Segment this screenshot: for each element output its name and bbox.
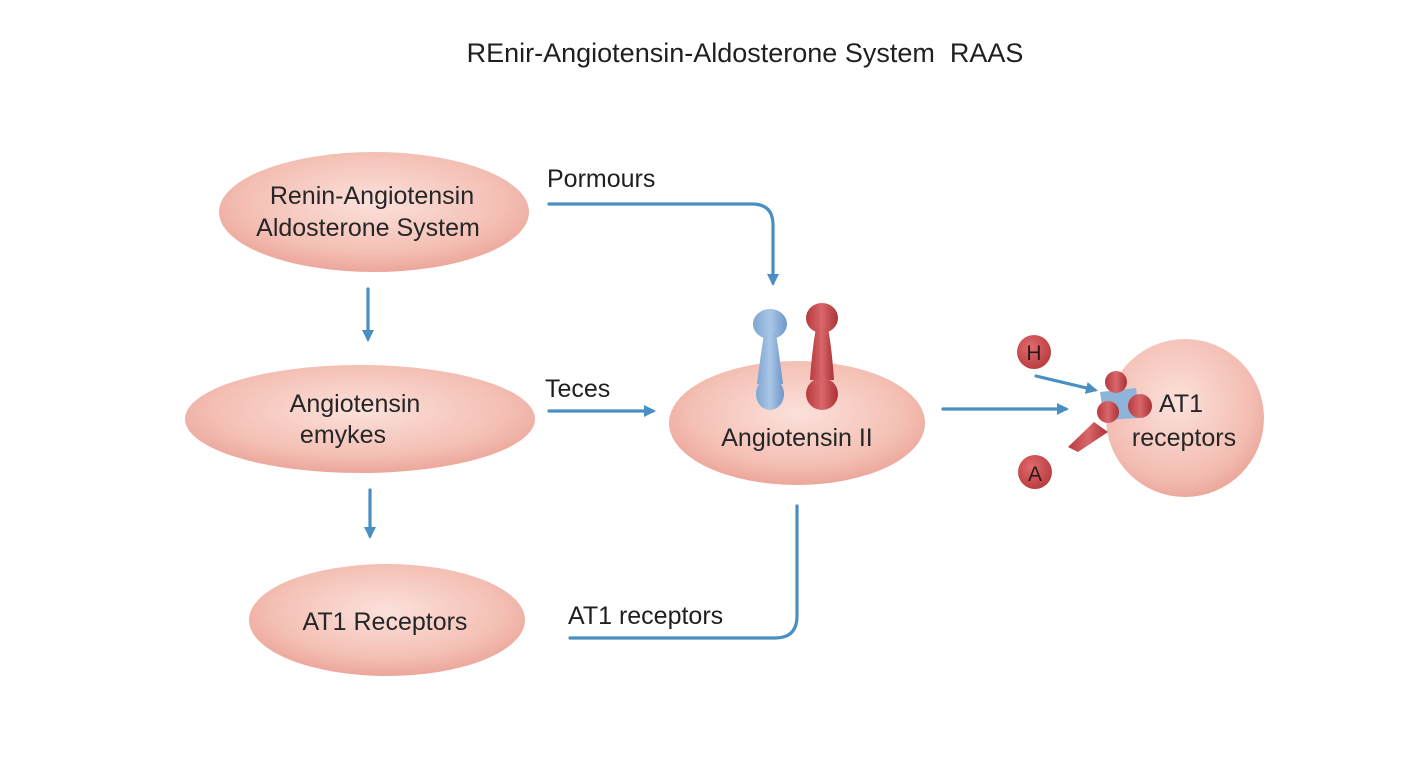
node-angiotensin-enzymes-shape	[185, 365, 535, 473]
badge-h-label: H	[1026, 342, 1041, 365]
node-angiotensin-enzymes-label-line2: emykes	[300, 421, 386, 449]
connector-angiotensin-ii-to-at1	[568, 504, 799, 640]
node-at1-receptors-right-shape	[1106, 339, 1264, 497]
molecule-blue	[753, 309, 787, 410]
edge-label-teces: Teces	[545, 375, 610, 403]
node-at1-receptors-left: AT1 Receptors	[249, 564, 525, 676]
edge-label-at1-receptors: AT1 receptors	[568, 602, 723, 630]
node-angiotensin-ii-shape	[669, 361, 925, 485]
node-raas-label-line2: Aldosterone System	[256, 214, 480, 242]
node-angiotensin-ii-label: Angiotensin II	[721, 424, 873, 452]
node-raas: Renin-Angiotensin Aldosterone System	[219, 152, 529, 272]
node-at1-receptors-left-shape	[249, 564, 525, 676]
molecule-red	[806, 303, 838, 410]
arrow-h-to-receptor	[1034, 374, 1098, 394]
node-at1-receptors-right-label-line2: receptors	[1132, 424, 1236, 452]
node-angiotensin-ii: Angiotensin II	[669, 361, 925, 485]
node-raas-label-line1: Renin-Angiotensin	[270, 182, 474, 210]
node-angiotensin-enzymes-label-line1: Angiotensin	[290, 390, 421, 418]
badge-a-label: A	[1028, 463, 1042, 486]
node-at1-receptors-left-label: AT1 Receptors	[303, 608, 468, 636]
edge-label-pormours: Pormours	[547, 165, 655, 193]
receptor-complex	[1068, 371, 1152, 452]
node-angiotensin-enzymes: Angiotensin emykes	[185, 365, 535, 473]
node-raas-shape	[219, 152, 529, 272]
badge-h: H	[1017, 335, 1051, 369]
node-at1-receptors-right-label-line1: AT1	[1159, 390, 1203, 418]
page-title: REnir-Angiotensin-Aldosterone System RAA…	[467, 38, 1024, 68]
arrow-raas-to-angiotensin-ii	[547, 202, 779, 286]
badge-a: A	[1018, 455, 1052, 489]
node-at1-receptors-right: AT1 receptors	[1106, 339, 1264, 497]
